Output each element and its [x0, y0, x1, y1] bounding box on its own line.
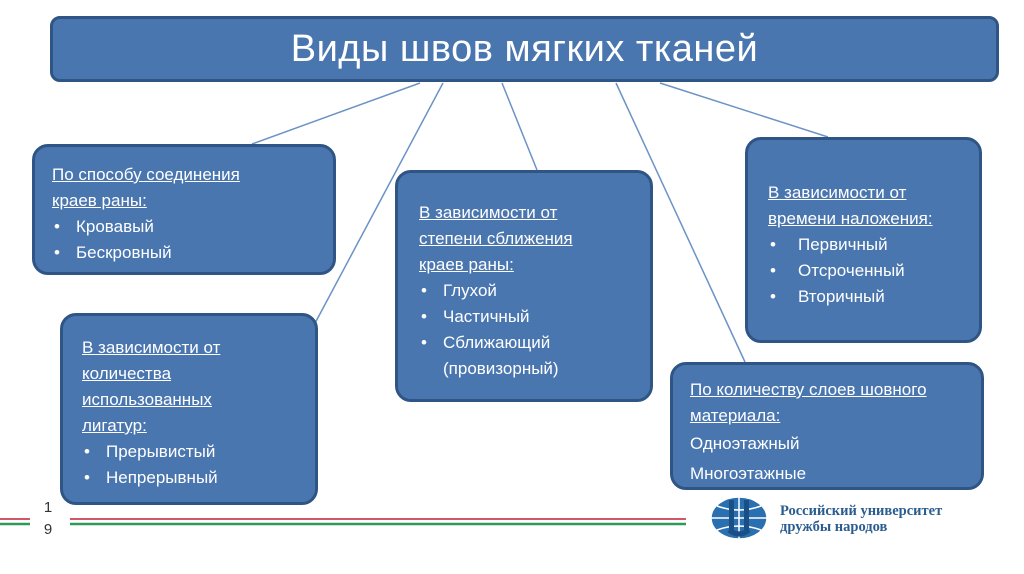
- box-heading-line: лигатур:: [82, 416, 147, 435]
- box-heading-line: По количеству слоев шовного: [690, 380, 927, 399]
- university-name-line: Российский университет: [780, 503, 943, 519]
- university-name-line: дружбы народов: [780, 519, 888, 535]
- box-heading-line: степени сближения: [419, 229, 573, 248]
- box-heading-line: краев раны:: [419, 255, 514, 274]
- bullet-list: Кровавый Бескровный: [52, 214, 333, 266]
- box-heading-line: В зависимости от: [768, 183, 907, 202]
- list-item: Глухой: [419, 278, 650, 304]
- box-heading-line: количества: [82, 364, 172, 383]
- layer-option: Многоэтажные: [690, 464, 807, 483]
- connector-line-timing: [659, 82, 829, 138]
- list-item: Бескровный: [52, 240, 333, 266]
- connector-line-approximation: [501, 82, 538, 171]
- box-heading-line: По способу соединения: [52, 165, 240, 184]
- box-heading-line: времени наложения:: [768, 209, 933, 228]
- connector-line-connection: [251, 82, 421, 145]
- box-heading-line: материала:: [690, 406, 781, 425]
- university-globe-logo-icon: [710, 496, 768, 540]
- list-item: Сближающий (провизорный): [419, 330, 593, 382]
- diagram-title: Виды швов мягких тканей: [290, 27, 759, 70]
- box-layer-count: По количеству слоев шовного материала: О…: [670, 362, 984, 490]
- box-heading-line: В зависимости от: [419, 203, 558, 222]
- bullet-list: Прерывистый Непрерывный: [82, 439, 315, 491]
- box-heading-line: краев раны:: [52, 191, 147, 210]
- box-connection-method: По способу соединения краев раны: Кровав…: [32, 144, 336, 275]
- list-item: Отсроченный: [768, 258, 979, 284]
- bullet-list: Глухой Частичный Сближающий (провизорный…: [419, 278, 650, 382]
- bullet-list: Первичный Отсроченный Вторичный: [768, 232, 979, 310]
- list-item: Частичный: [419, 304, 650, 330]
- box-ligature-count: В зависимости от количества использованн…: [60, 313, 318, 505]
- page-number-digit: 9: [43, 521, 53, 538]
- page-number: 1 9: [42, 497, 54, 541]
- box-heading-line: использованных: [82, 390, 212, 409]
- list-item: Первичный: [768, 232, 979, 258]
- page-number-backdrop: [30, 494, 70, 540]
- title-box: Виды швов мягких тканей: [50, 16, 999, 82]
- box-application-time: В зависимости от времени наложения: Перв…: [745, 137, 982, 343]
- list-item: Вторичный: [768, 284, 979, 310]
- list-item: Непрерывный: [82, 465, 315, 491]
- connector-line-ligatures: [312, 82, 444, 328]
- box-approximation-degree: В зависимости от степени сближения краев…: [395, 170, 653, 402]
- list-item: Прерывистый: [82, 439, 315, 465]
- page-number-digit: 1: [43, 499, 53, 516]
- university-name: Российский университет дружбы народов: [780, 503, 942, 535]
- layer-option: Одноэтажный: [690, 434, 800, 453]
- connector-line-layers: [615, 82, 746, 363]
- box-heading-line: В зависимости от: [82, 338, 221, 357]
- list-item: Кровавый: [52, 214, 333, 240]
